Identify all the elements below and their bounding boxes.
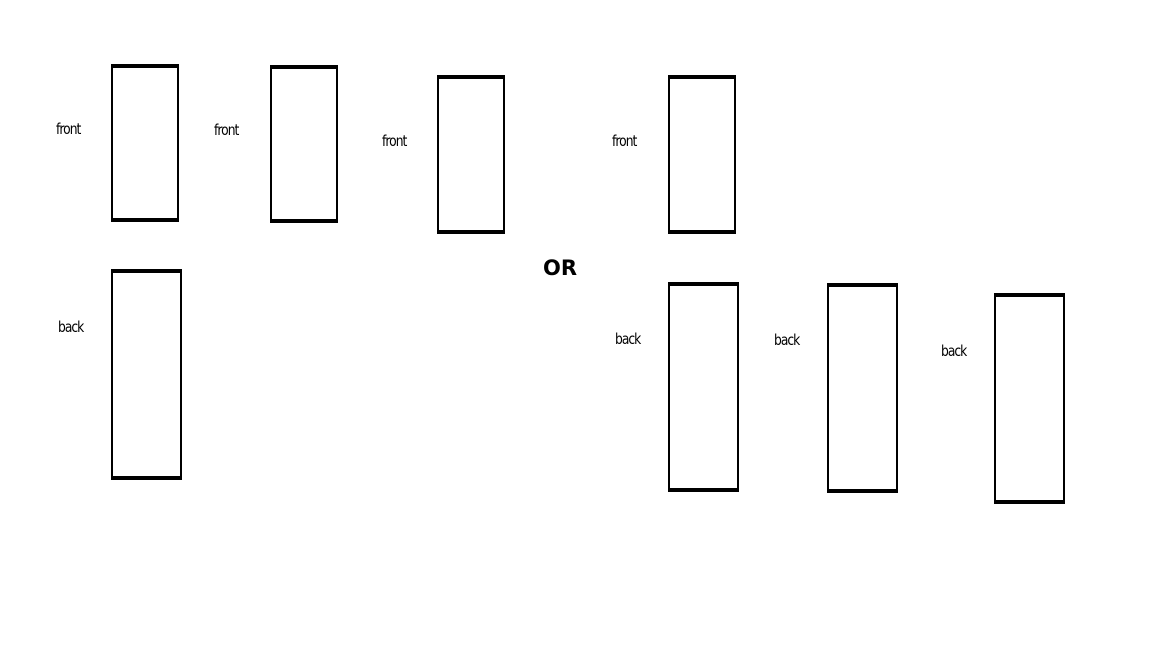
front-panel	[437, 75, 505, 234]
back-label: back	[941, 342, 967, 360]
back-panel	[668, 282, 739, 492]
back-panel	[111, 269, 182, 480]
front-label: front	[612, 132, 637, 150]
back-label: back	[58, 318, 84, 336]
back-label: back	[774, 331, 800, 349]
back-panel	[827, 283, 898, 493]
front-panel	[270, 65, 338, 223]
back-label: back	[615, 330, 641, 348]
back-panel	[994, 293, 1065, 504]
front-panel	[668, 75, 736, 234]
front-label: front	[214, 121, 239, 139]
or-separator: OR	[543, 256, 578, 280]
front-label: front	[382, 132, 407, 150]
front-label: front	[56, 120, 81, 138]
front-panel	[111, 64, 179, 222]
